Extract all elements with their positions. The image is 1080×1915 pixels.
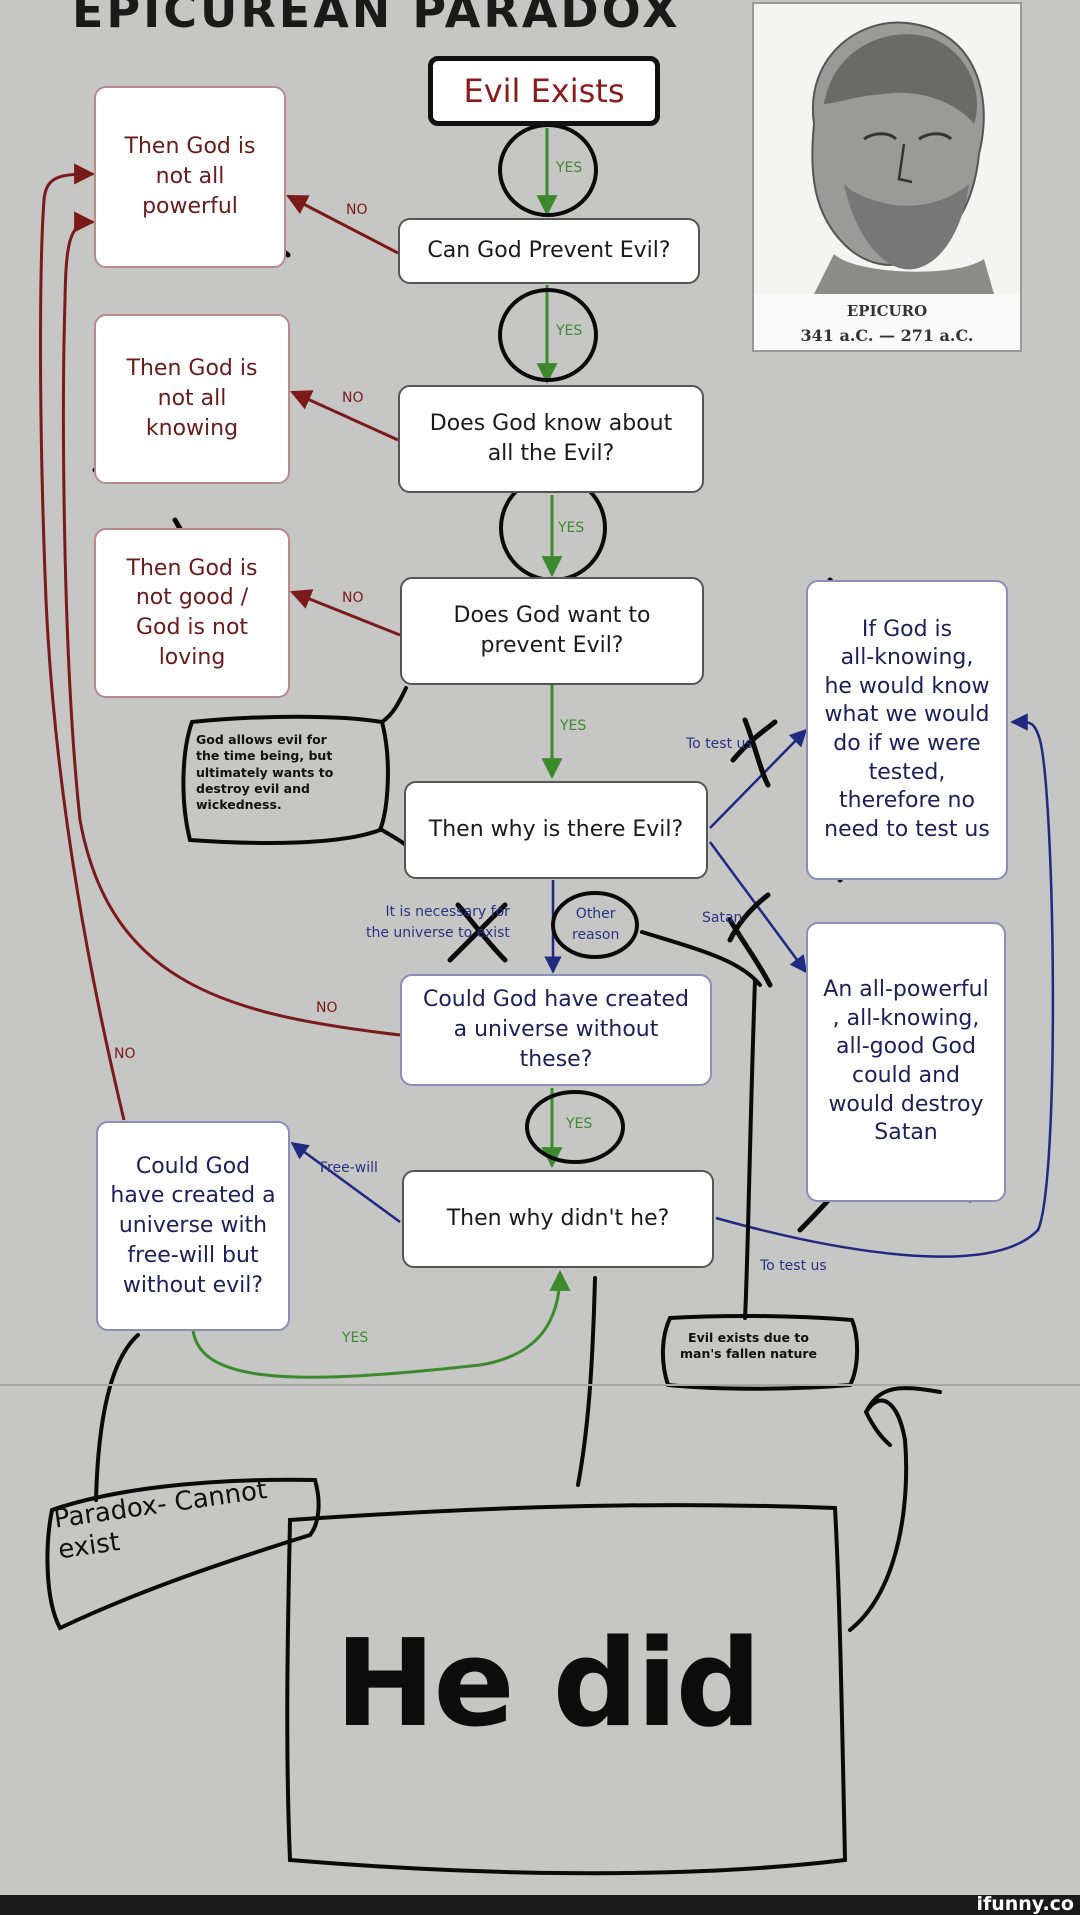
edge-label-yes: YES xyxy=(556,160,583,176)
edge-label-yes: YES xyxy=(560,718,587,734)
edge-label-yes: YES xyxy=(558,520,585,536)
node-does-god-want: Does God want to prevent Evil? xyxy=(400,577,704,685)
edge-label-no: NO xyxy=(346,202,368,218)
watermark: ifunny.co xyxy=(976,1893,1074,1915)
yes-arrows xyxy=(191,128,571,1379)
edge-label-yes: YES xyxy=(556,323,583,339)
node-destroy-satan: An all-powerful , all-knowing, all-good … xyxy=(806,922,1006,1202)
edge-label-no: NO xyxy=(342,590,364,606)
node-test-us: If God is all-knowing, he would know wha… xyxy=(806,580,1008,880)
node-label: Could God have created a universe withou… xyxy=(422,987,690,1072)
node-can-god-prevent: Can God Prevent Evil? xyxy=(398,218,700,284)
edge-label-free-will: Free-will xyxy=(320,1160,378,1176)
annotation-god-allows: God allows evil for the time being, but … xyxy=(196,732,334,812)
node-label: Could God have created a universe with f… xyxy=(110,1153,276,1298)
node-label: Can God Prevent Evil? xyxy=(427,238,671,264)
no-arrows xyxy=(39,163,401,1121)
epicurus-portrait: EPICURO 341 a.C. — 271 a.C. xyxy=(752,2,1022,352)
node-label: Does God want to prevent Evil? xyxy=(453,603,651,658)
annotation-he-did: He did xyxy=(335,1615,762,1754)
node-not-all-powerful: Then God is not all powerful xyxy=(94,86,286,268)
edge-label-no: NO xyxy=(316,1000,338,1016)
node-label: If God is all-knowing, he would know wha… xyxy=(824,616,990,842)
node-not-all-knowing: Then God is not all knowing xyxy=(94,314,290,484)
node-why-evil: Then why is there Evil? xyxy=(404,781,708,879)
edge-label-no: NO xyxy=(342,390,364,406)
node-why-didnt-he: Then why didn't he? xyxy=(402,1170,714,1268)
scribble-circles xyxy=(498,123,639,1164)
page-title: EPICUREAN PARADOX xyxy=(72,0,681,38)
annotation-fallen-nature: Evil exists due to man's fallen nature xyxy=(680,1330,817,1362)
node-evil-exists: Evil Exists xyxy=(428,56,660,126)
node-label: Then why didn't he? xyxy=(446,1206,670,1232)
edge-label-satan: Satan xyxy=(702,910,743,926)
node-does-god-know: Does God know about all the Evil? xyxy=(398,385,704,493)
node-not-good: Then God is not good / God is not loving xyxy=(94,528,290,698)
edge-label-to-test-us: To test us xyxy=(760,1258,827,1274)
edge-label-other: Other reason xyxy=(572,906,620,943)
node-label: Then God is not all knowing xyxy=(126,356,258,441)
node-label: Then God is not good / God is not loving xyxy=(126,555,258,670)
edge-label-yes: YES xyxy=(342,1330,369,1346)
bust-image xyxy=(754,4,1020,294)
scribble-lines xyxy=(45,686,942,1876)
node-label: Then why is there Evil? xyxy=(428,817,684,843)
node-could-god-create: Could God have created a universe withou… xyxy=(400,974,712,1086)
edge-label-necessary: It is necessary for the universe to exis… xyxy=(366,904,510,941)
portrait-dates: 341 a.C. — 271 a.C. xyxy=(800,326,974,345)
node-label: An all-powerful , all-knowing, all-good … xyxy=(823,977,989,1146)
edge-label-no: NO xyxy=(114,1046,136,1062)
footer-bar: ifunny.co xyxy=(0,1893,1080,1915)
portrait-name: EPICURO xyxy=(846,302,928,320)
edge-label-yes: YES xyxy=(566,1116,593,1132)
edge-label-to-test: To test us xyxy=(686,736,753,752)
node-label: Then God is not all powerful xyxy=(124,134,256,219)
node-free-will: Could God have created a universe with f… xyxy=(96,1121,290,1331)
node-label: Does God know about all the Evil? xyxy=(429,411,673,466)
